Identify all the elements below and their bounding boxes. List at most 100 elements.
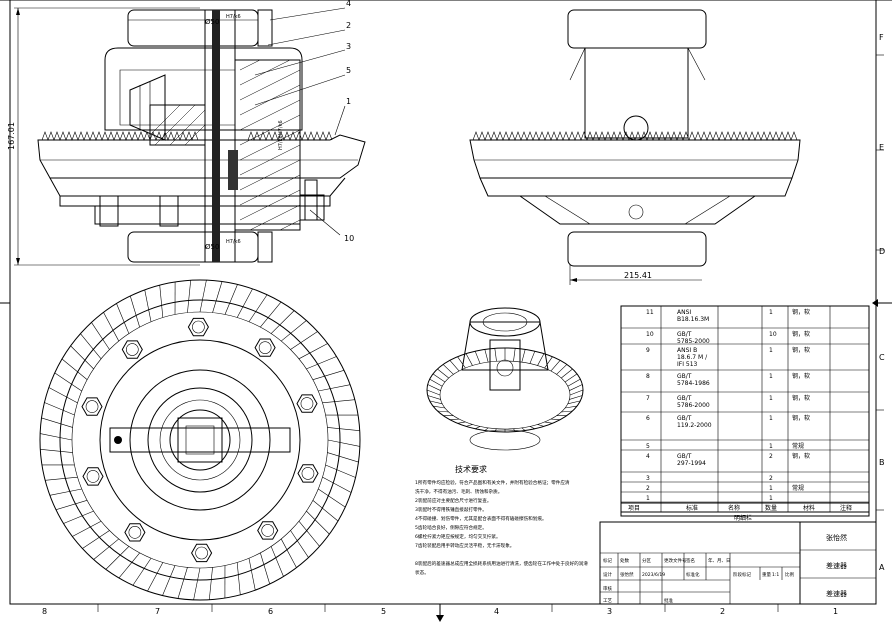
bolt-head-icon (121, 340, 143, 359)
title-block: 标记 处数 分区 更改文件号 签名 年、月、日 设计 张怡然 2023/6/19… (599, 521, 877, 605)
bolt-head-icon (297, 464, 319, 483)
tech-req-line: 3装配时不得用铁锤直接敲打零件。 (415, 506, 487, 513)
row-F: F (879, 33, 884, 42)
bom-row-qty: 1 (769, 373, 773, 380)
row-B: B (879, 458, 885, 467)
bom-row-standard: GB/T (677, 331, 692, 338)
bom-row-material: 钢，软 (792, 372, 810, 380)
col-3: 3 (607, 607, 612, 616)
bom-row-qty: 1 (769, 485, 773, 492)
tb-sign: 签名 (686, 557, 695, 564)
bom-row-no: 3 (646, 475, 650, 482)
bom-row-no: 11 (646, 309, 654, 316)
tb-change-doc: 更改文件号 (664, 557, 687, 564)
bolt-head-icon (82, 467, 104, 486)
tb-standardization: 标准化 (686, 571, 700, 578)
row-D: D (879, 247, 885, 256)
tech-req-line: 8装配后的差速器总成应用全损耗系统用油进行清洗，使齿轮在工作中处于良好的润滑 (415, 560, 588, 567)
side-view: 215.41 (469, 9, 801, 285)
tech-req-line: 洗干净，不得有油污、毛刺、锈蚀和杂质。 (415, 488, 502, 495)
tb-scale-value: 1:1 (772, 572, 779, 578)
tech-req-line: 2装配前应对主要配合尺寸进行复查。 (415, 497, 491, 504)
tech-req-line: 7齿轮装配后用手转动应灵活平稳，无卡滞现象。 (415, 542, 514, 549)
tb-scale-label: 比例 (785, 571, 794, 578)
bom-caption: 明细栏 (734, 514, 752, 522)
bom-row-qty: 1 (769, 309, 773, 316)
tb-approve: 批准 (664, 597, 673, 604)
tech-req-line: 1所有零件均应检验，符合产品图和有关文件，并附有检验合格证；零件应清 (415, 479, 570, 486)
bom-row-no: 9 (646, 347, 650, 354)
ring-gear-outer (39, 279, 361, 601)
balloon-1: 1 (346, 97, 351, 106)
bolt-head-icon (124, 523, 146, 542)
bom-row-qty: 1 (769, 415, 773, 422)
bom-row-standard: GB/T (677, 373, 692, 380)
bom-header-standard: 标准 (686, 504, 698, 512)
tb-designer-name: 张怡然 (826, 533, 847, 542)
bolt-circle (81, 317, 319, 563)
bom-row-no: 10 (646, 331, 654, 338)
col-1: 1 (833, 607, 838, 616)
bom-row-qty: 1 (769, 495, 773, 502)
tb-count: 处数 (620, 557, 629, 564)
bore-dimension-top: Ø50 (205, 18, 219, 26)
bom-header-material: 材料 (803, 504, 815, 512)
fit-bottom: H7/k6 (226, 239, 241, 245)
bom-row-no: 8 (646, 373, 650, 380)
tb-design-label: 设计 (603, 571, 612, 578)
technical-requirements: 技术要求 1所有零件均应检验，符合产品图和有关文件，并附有检验合格证；零件应清洗… (415, 464, 588, 576)
bom-row-material: 钢，软 (792, 414, 810, 422)
bolt-head-icon (187, 317, 209, 337)
row-A: A (879, 563, 885, 572)
bom-row-standard: 5786-2000 (677, 402, 710, 409)
bolt-head-icon (296, 394, 318, 413)
bom-row-qty: 2 (769, 453, 773, 460)
tb-review: 审核 (603, 585, 612, 592)
bom-row-material: 钢，软 (792, 452, 810, 460)
ring-gear-teeth-section (37, 131, 366, 197)
bom-row-no: 5 (646, 443, 650, 450)
bom-row-standard: ANSI (677, 309, 691, 316)
balloon-5: 5 (346, 66, 351, 75)
balloon-3: 3 (346, 42, 351, 51)
ring-gear-teeth-face (40, 280, 360, 600)
col-8: 8 (42, 607, 47, 616)
bom-row-qty: 1 (769, 443, 773, 450)
bom-row-qty: 1 (769, 395, 773, 402)
bom-row-standard: 119.2-2000 (677, 422, 712, 429)
fit-middle-2: H7/k6 (278, 135, 284, 150)
col-5: 5 (381, 607, 386, 616)
width-dimension: 215.41 (624, 271, 652, 280)
tb-part-name: 差速器 (826, 561, 847, 570)
bom-row-qty: 2 (769, 475, 773, 482)
bom-row-standard: ANSI B (677, 347, 697, 354)
col-6: 6 (268, 607, 273, 616)
balloon-4: 4 (346, 0, 351, 8)
bom-row-standard: 18.6.7 M / (677, 354, 708, 361)
bom-row-standard: GB/T (677, 415, 692, 422)
balloon-2: 2 (346, 21, 351, 30)
leader-lines (254, 7, 346, 236)
tech-req-line: 6螺栓拧紧力矩应按规定，均匀交叉拧紧。 (415, 533, 501, 540)
row-E: E (879, 143, 884, 152)
section-view: 167.01 (7, 0, 366, 266)
bom-header-note: 注释 (840, 504, 852, 512)
bom-row-material: 常规 (792, 442, 804, 450)
bom-row-standard: GB/T (677, 453, 692, 460)
bom-row-no: 7 (646, 395, 650, 402)
col-2: 2 (720, 607, 725, 616)
isometric-view (426, 307, 584, 451)
bom-row-material: 钢，软 (792, 330, 810, 338)
bom-row-qty: 10 (769, 331, 777, 338)
bom-row-no: 6 (646, 415, 650, 422)
bom-row-material: 钢，软 (792, 394, 810, 402)
row-markers: F E D C B A (0, 33, 892, 572)
tech-req-line: 状态。 (415, 569, 429, 576)
bom-header-qty: 数量 (765, 504, 777, 512)
bom-row-standard: 297-1994 (677, 460, 706, 467)
bom-row-no: 1 (646, 495, 650, 502)
bolt-head-icon (191, 543, 213, 563)
tech-req-title: 技术要求 (455, 464, 487, 474)
